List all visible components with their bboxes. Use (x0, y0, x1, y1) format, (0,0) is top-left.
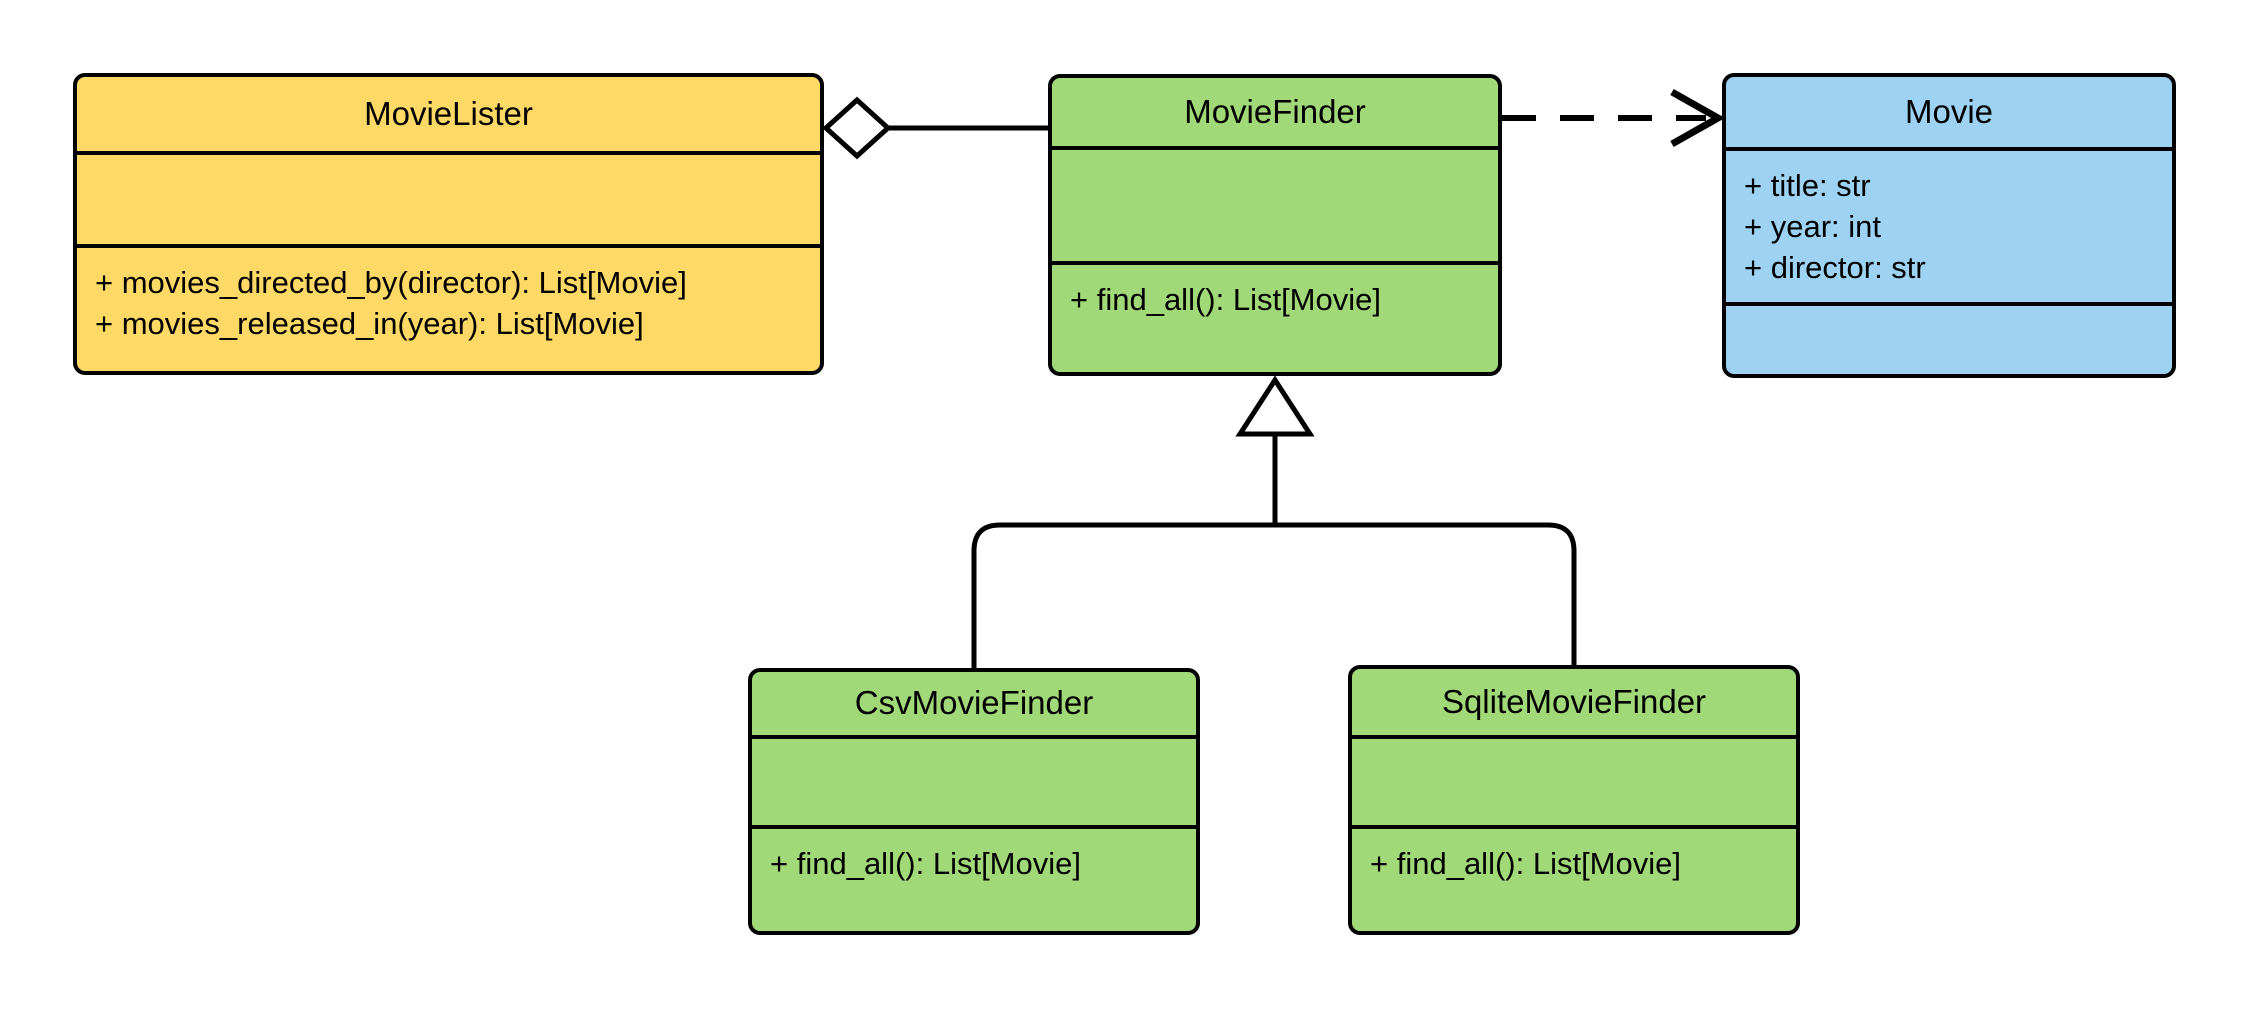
generalization-tree-edge (971, 375, 1577, 668)
method-item: + movies_directed_by(director): List[Mov… (95, 265, 687, 300)
attributes-compartment-sqlite-movie-finder (1352, 735, 1796, 825)
class-box-movie-lister[interactable]: MovieLister + movies_directed_by(directo… (73, 73, 824, 375)
methods-compartment-movie (1726, 302, 2172, 374)
generalization-branch-csv (971, 522, 1275, 668)
methods-compartment-csv-movie-finder: + find_all(): List[Movie] (752, 825, 1196, 931)
class-box-movie[interactable]: Movie + title: str + year: int + directo… (1722, 73, 2176, 378)
methods-compartment-movie-lister: + movies_directed_by(director): List[Mov… (77, 244, 820, 371)
method-item: + movies_released_in(year): List[Movie] (95, 306, 644, 342)
attributes-compartment-movie-lister (77, 151, 820, 244)
open-arrow-icon (1670, 88, 1726, 148)
class-box-csv-movie-finder[interactable]: CsvMovieFinder + find_all(): List[Movie] (748, 668, 1200, 935)
methods-compartment-movie-finder: + find_all(): List[Movie] (1052, 261, 1498, 372)
attribute-item: + title: str (1744, 168, 1871, 203)
class-name-csv-movie-finder: CsvMovieFinder (854, 684, 1094, 722)
hollow-diamond-icon (822, 96, 892, 160)
attribute-item: + director: str (1744, 250, 1926, 286)
dependency-finder-movie-edge (1502, 88, 1726, 148)
attributes-compartment-movie: + title: str + year: int + director: str (1726, 147, 2172, 302)
aggregation-lister-finder-edge (822, 96, 1048, 160)
methods-compartment-sqlite-movie-finder: + find_all(): List[Movie] (1352, 825, 1796, 931)
generalization-branch-sqlite (1275, 522, 1577, 665)
class-box-movie-finder[interactable]: MovieFinder + find_all(): List[Movie] (1048, 74, 1502, 376)
hollow-triangle-icon (1235, 375, 1315, 437)
class-name-movie-lister: MovieLister (364, 94, 533, 132)
method-item: + find_all(): List[Movie] (1070, 282, 1381, 317)
class-name-movie-finder: MovieFinder (1184, 92, 1366, 130)
method-item: + find_all(): List[Movie] (770, 846, 1081, 881)
attributes-compartment-movie-finder (1052, 146, 1498, 261)
class-name-sqlite-movie-finder: SqliteMovieFinder (1441, 682, 1707, 720)
class-name-movie: Movie (1904, 92, 1994, 130)
class-box-sqlite-movie-finder[interactable]: SqliteMovieFinder + find_all(): List[Mov… (1348, 665, 1800, 935)
method-item: + find_all(): List[Movie] (1370, 846, 1681, 881)
attributes-compartment-csv-movie-finder (752, 735, 1196, 825)
attribute-item: + year: int (1744, 209, 1881, 245)
